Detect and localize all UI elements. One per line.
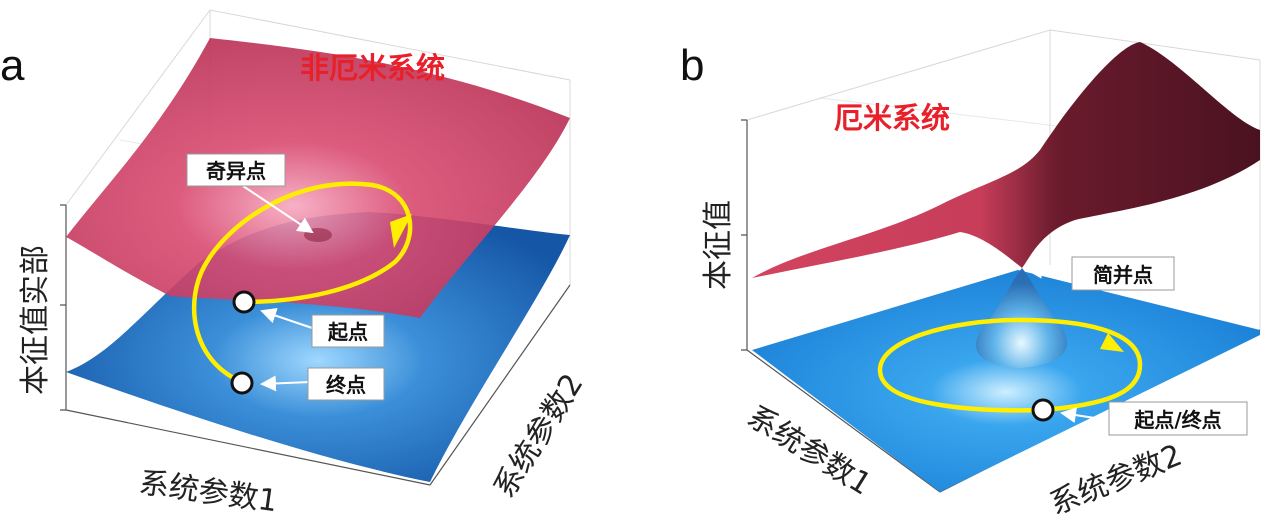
exceptional-point-callout: 奇异点 [186,153,286,187]
end-point-label: 终点 [326,373,366,397]
panel-a-end-point [230,371,254,395]
panel-a-z-axis-label: 本征值实部 [18,245,53,395]
start-end-point-arrow [1060,407,1109,424]
panel-a-x-axis-label: 系统参数1 [137,465,280,519]
degenerate-point-label: 简并点 [1093,263,1153,287]
panel-a-y-axis-label: 系统参数2 [487,368,590,505]
panel-b-lower-surface [752,270,1260,492]
panel-a-axes [60,204,571,486]
exceptional-point-label: 奇异点 [206,159,266,183]
exceptional-point-arrow [242,185,314,234]
panel-b-start-end-point [1031,398,1055,422]
panel-a-start-point [232,290,256,314]
start-point-label: 起点 [327,320,368,344]
panel-a-title: 非厄米系统 [300,51,445,85]
start-end-point-callout: 起点/终点 [1108,401,1248,436]
end-point-callout: 终点 [307,367,385,401]
panel-b-z-axis-label: 本征值 [701,200,736,290]
panel-a-loop-arrow [390,214,412,248]
start-end-point-label: 起点/终点 [1133,408,1221,432]
panel-b-loop-arrow [1100,333,1124,352]
degenerate-point-arrow [1026,262,1071,279]
panel-b-upper-surface [752,42,1260,278]
panel-a: 奇异点 起点 终点 a 非厄米系统 本征值实部 系统参数1 系统参数2 [0,9,590,519]
panel-b-title: 厄米系统 [834,101,950,135]
panel-b-loop-path [877,317,1143,413]
degenerate-point-callout: 简并点 [1071,256,1175,291]
start-point-arrow [260,307,319,331]
end-point-arrow [260,375,311,392]
panel-b: 简并点 起点/终点 b 厄米系统 本征值 系统参数1 系统参数2 [680,29,1261,523]
panel-a-letter: a [0,41,25,90]
start-point-callout: 起点 [311,314,385,348]
panel-b-letter: b [680,41,704,90]
panel-b-y-axis-label: 系统参数2 [1045,438,1187,523]
panel-a-loop-path [192,181,413,385]
panel-a-upper-surface [66,38,570,318]
